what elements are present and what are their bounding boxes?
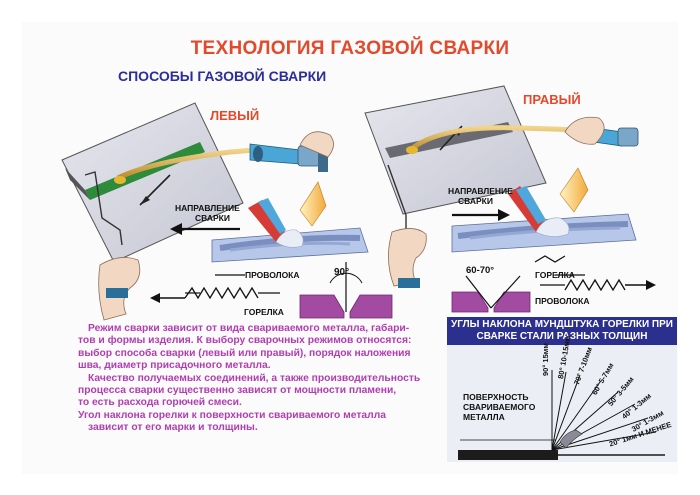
left-angle-label: 90° bbox=[334, 267, 350, 278]
left-bead-closeup bbox=[211, 181, 369, 263]
paragraph-line: процесса сварки существенно зависят от м… bbox=[78, 385, 397, 397]
left-direction-label-1: НАПРАВЛЕНИЕ bbox=[175, 203, 240, 213]
right-spring-schematic bbox=[534, 255, 656, 292]
right-method-label: ПРАВЫЙ bbox=[523, 92, 581, 107]
left-wire-label: ПРОВОЛОКА bbox=[245, 270, 300, 280]
right-direction-arrow bbox=[452, 209, 510, 221]
right-direction-label-2: СВАРКИ bbox=[458, 196, 493, 206]
paragraph-line: выбор способа сварки (левый или правый),… bbox=[78, 347, 411, 359]
left-method-label: ЛЕВЫЙ bbox=[210, 108, 260, 123]
angle-torch-tip bbox=[559, 429, 583, 449]
poster-title: ТЕХНОЛОГИЯ ГАЗОВОЙ СВАРКИ bbox=[190, 38, 510, 59]
surface-label-3: МЕТАЛЛА bbox=[463, 412, 505, 422]
left-plate bbox=[61, 102, 244, 263]
left-direction-arrow bbox=[170, 223, 240, 235]
left-wire-hand bbox=[84, 171, 141, 321]
right-torch-label: ГОРЕЛКА bbox=[535, 270, 575, 280]
paragraph-line: тов и формы изделия. К выбору сварочных … bbox=[78, 335, 412, 347]
surface-label-1: ПОВЕРХНОСТЬ bbox=[463, 392, 529, 402]
right-angle-label: 60-70° bbox=[466, 265, 495, 276]
right-torch bbox=[406, 116, 639, 154]
paragraph-line: Качество получаемых соединений, а также … bbox=[88, 372, 421, 384]
poster-subtitle: СПОСОБЫ ГАЗОВОЙ СВАРКИ bbox=[118, 68, 327, 84]
right-wire-label: ПРОВОЛОКА bbox=[535, 296, 590, 306]
right-bead-closeup bbox=[451, 167, 637, 253]
angle-rays bbox=[551, 370, 657, 451]
right-hand-torch bbox=[564, 116, 605, 145]
right-wire-hand bbox=[387, 164, 427, 288]
description-paragraph: Режим сварки зависит от вида свариваемог… bbox=[78, 323, 448, 435]
paragraph-line: Режим сварки зависит от вида свариваемог… bbox=[88, 323, 410, 334]
surface-label-2: СВАРИВАЕМОГО bbox=[463, 402, 536, 412]
angle-ray-label: 90° 15мм bbox=[541, 343, 550, 376]
left-torch-label: ГОРЕЛКА bbox=[244, 307, 284, 317]
right-groove-diagram bbox=[451, 275, 531, 313]
paragraph-line: зависит от его марки и толщины. bbox=[88, 422, 258, 434]
angles-panel bbox=[447, 317, 677, 462]
paragraph-line: то есть расхода горючей смеси. bbox=[78, 397, 242, 409]
left-groove-diagram bbox=[299, 262, 393, 319]
right-direction-label-1: НАПРАВЛЕНИЕ bbox=[448, 186, 513, 196]
left-spring-schematic bbox=[150, 274, 280, 303]
paragraph-line: шва, диаметр присадочного металла. bbox=[78, 360, 271, 372]
left-torch bbox=[114, 131, 334, 184]
left-hand-right bbox=[299, 131, 334, 158]
left-direction-label-2: СВАРКИ bbox=[195, 213, 230, 223]
paragraph-line: Угол наклона горелки к поверхности свари… bbox=[78, 409, 386, 421]
angles-panel-title: УГЛЫ НАКЛОНА МУНДШТУКА ГОРЕЛКИ ПРИ СВАРК… bbox=[451, 319, 673, 342]
